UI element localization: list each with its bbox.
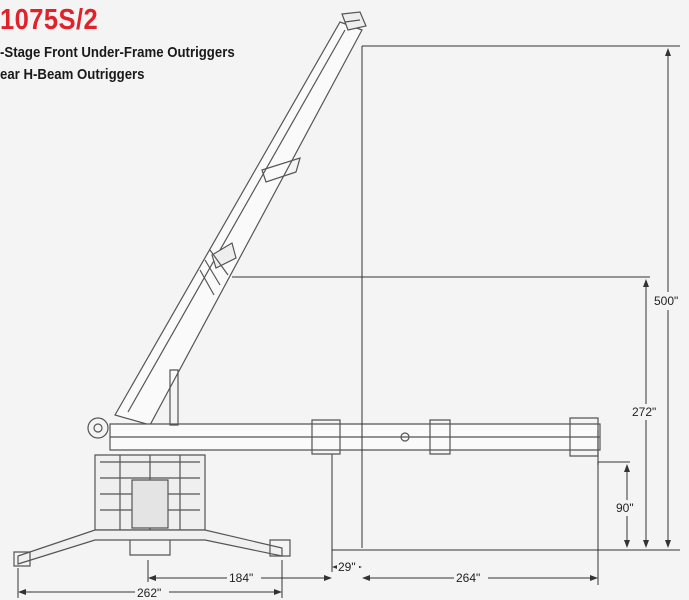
dim-272-label: 272" [632, 405, 656, 419]
dim-264-label: 264" [456, 571, 480, 585]
horizontal-boom [87, 417, 601, 470]
outrigger-spec-rear: ear H-Beam Outriggers [0, 66, 145, 83]
dim-184-label: 184" [229, 571, 253, 585]
raised-boom [114, 11, 367, 426]
outriggers [13, 529, 291, 567]
dim-29-label: 29" [338, 560, 356, 574]
outrigger-spec-front: -Stage Front Under-Frame Outriggers [0, 44, 235, 61]
dim-262-label: 262" [137, 586, 161, 600]
dimension-arrows [18, 48, 671, 595]
dim-90-label: 90" [616, 501, 634, 515]
dim-500-label: 500" [654, 294, 678, 308]
model-title: 1075S/2 [0, 4, 99, 36]
crane-carrier [94, 369, 206, 531]
